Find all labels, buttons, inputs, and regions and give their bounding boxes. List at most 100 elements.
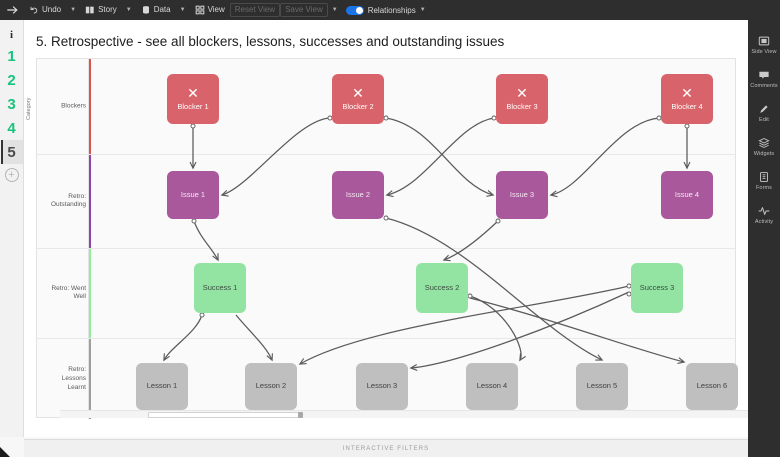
activity-label: Activity (754, 219, 774, 225)
node-lesson-4[interactable]: Lesson 4 (466, 363, 518, 410)
node-label: Blocker 4 (671, 101, 703, 111)
node-lesson-1[interactable]: Lesson 1 (136, 363, 188, 410)
relationships-group[interactable]: Relationships ▼ (345, 0, 430, 20)
node-label: Lesson 4 (476, 381, 508, 391)
data-chevron-down-icon[interactable]: ▼ (179, 7, 186, 13)
sidebar-item-edit[interactable]: Edit (748, 96, 780, 130)
x-icon: ✕ (516, 85, 528, 102)
add-page-icon[interactable]: + (4, 168, 19, 182)
story-chevron-down-icon[interactable]: ▼ (125, 7, 132, 13)
undo-button[interactable]: Undo (24, 2, 66, 18)
data-label: Data (153, 5, 171, 14)
node-success-1[interactable]: Success 1 (194, 263, 246, 313)
node-label: Lesson 2 (255, 381, 287, 391)
reset-view-button[interactable]: Reset View (229, 3, 281, 17)
edge-s3-l3 (409, 291, 630, 371)
interactive-filters-label: INTERACTIVE FILTERS (342, 445, 430, 452)
edge-b3-i2 (385, 117, 495, 198)
edge-b4-i3 (549, 117, 660, 198)
view-options-chevron-down-icon[interactable]: ▼ (331, 7, 338, 13)
node-label: Issue 1 (180, 189, 206, 199)
toolbar-view-group[interactable]: View (190, 0, 230, 20)
node-blocker-2[interactable]: ✕ Blocker 2 (332, 74, 384, 124)
story-button[interactable]: Story (80, 2, 122, 18)
edge-b2-i1 (220, 117, 331, 197)
edge-i1-s1 (193, 220, 219, 262)
sidebar-item-widgets[interactable]: Widgets (748, 130, 780, 164)
category-row-successes: Retro: Went Well (37, 249, 735, 339)
node-issue-1[interactable]: Issue 1 (167, 171, 219, 219)
view-button[interactable]: View (190, 2, 230, 18)
node-lesson-6[interactable]: Lesson 6 (686, 363, 738, 410)
sidebar-item-page-2[interactable]: 2 (7, 71, 16, 89)
node-blocker-4[interactable]: ✕ Blocker 4 (661, 74, 713, 124)
row-separator (37, 155, 89, 248)
node-blocker-3[interactable]: ✕ Blocker 3 (496, 74, 548, 124)
form-icon (758, 171, 770, 183)
node-issue-2[interactable]: Issue 2 (332, 171, 384, 219)
forms-label: Forms (755, 185, 773, 191)
row-label-successes: Retro: Went Well (51, 284, 86, 301)
comment-icon (758, 69, 770, 81)
relationships-chevron-down-icon[interactable]: ▼ (419, 7, 426, 13)
node-lesson-3[interactable]: Lesson 3 (356, 363, 408, 410)
edit-label: Edit (759, 117, 769, 123)
row-color-bar-lessons (89, 339, 91, 419)
toolbar-undo-group[interactable]: Undo ▼ (24, 0, 80, 20)
row-separator (37, 339, 89, 419)
save-view-button[interactable]: Save View (280, 3, 328, 17)
node-label: Blocker 2 (342, 101, 374, 111)
toolbar-data-group[interactable]: Data ▼ (136, 0, 190, 20)
interactive-filters-bar[interactable]: INTERACTIVE FILTERS (24, 439, 748, 457)
x-icon: ✕ (352, 85, 364, 102)
node-lesson-2[interactable]: Lesson 2 (245, 363, 297, 410)
sidebar-item-activity[interactable]: Activity (748, 198, 780, 232)
comments-label: Comments (750, 83, 778, 89)
row-color-bar-issues (89, 155, 91, 248)
relationships-toggle[interactable] (345, 5, 364, 15)
widgets-label: Widgets (753, 151, 775, 157)
relationships-label: Relationships (367, 5, 416, 15)
page-title: 5. Retrospective - see all blockers, les… (36, 34, 505, 49)
relationship-diagram[interactable]: Category Blockers Retro: Outstanding Ret… (24, 58, 748, 419)
row-color-bar-blockers (89, 59, 91, 154)
category-row-issues: Retro: Outstanding (37, 155, 735, 249)
pulse-icon (758, 205, 770, 217)
view-label: View (207, 5, 225, 14)
node-issue-3[interactable]: Issue 3 (496, 171, 548, 219)
edge-layer (36, 58, 736, 418)
info-icon[interactable]: i (9, 29, 14, 41)
node-blocker-1[interactable]: ✕ Blocker 1 (167, 74, 219, 124)
toolbar-story-group[interactable]: Story ▼ (80, 0, 136, 20)
sidebar-item-comments[interactable]: Comments (748, 62, 780, 96)
story-label: Story (98, 5, 117, 14)
node-issue-4[interactable]: Issue 4 (661, 171, 713, 219)
data-button[interactable]: Data (136, 2, 176, 18)
edge-s3-l2 (298, 285, 630, 365)
sidebar-item-page-3[interactable]: 3 (7, 95, 16, 113)
node-lesson-5[interactable]: Lesson 5 (576, 363, 628, 410)
canvas-horizontal-scrollbar[interactable] (60, 410, 748, 418)
scrollbar-grip[interactable] (298, 412, 303, 418)
category-row-blockers: Blockers (37, 59, 735, 155)
node-success-3[interactable]: Success 3 (631, 263, 683, 313)
edge-s1-l2 (235, 314, 273, 362)
right-tool-rail: Side View Comments Edit Widgets Forms (748, 20, 780, 457)
x-icon: ✕ (681, 85, 693, 102)
sidebar-item-page-5[interactable]: 5 (0, 140, 23, 164)
edge-s1-l1 (163, 314, 203, 362)
arrow-right-icon[interactable] (6, 3, 20, 17)
node-label: Success 3 (639, 282, 675, 292)
undo-chevron-down-icon[interactable]: ▼ (70, 7, 77, 13)
scrollbar-thumb[interactable] (148, 412, 300, 418)
sidebar-item-forms[interactable]: Forms (748, 164, 780, 198)
sidebar-item-side-view[interactable]: Side View (748, 28, 780, 62)
node-label: Blocker 3 (506, 101, 538, 111)
node-label: Lesson 1 (146, 381, 178, 391)
node-success-2[interactable]: Success 2 (416, 263, 468, 313)
category-axis-label: Category (26, 97, 32, 120)
sidebar-item-page-1[interactable]: 1 (7, 47, 16, 65)
sidebar-item-page-4[interactable]: 4 (7, 119, 16, 137)
node-label: Blocker 1 (177, 101, 209, 111)
